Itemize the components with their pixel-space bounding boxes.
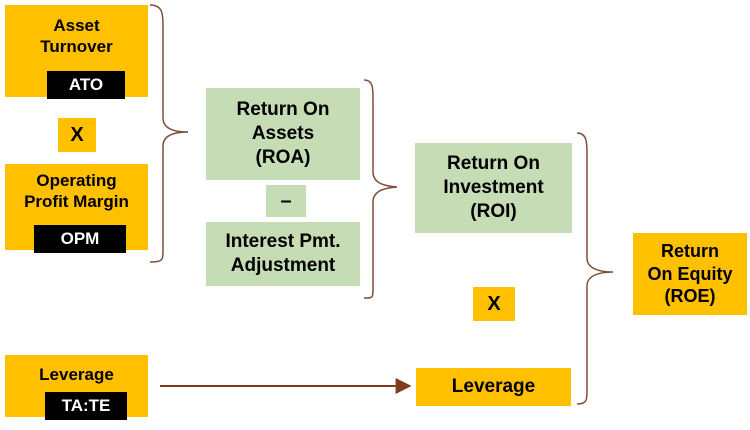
roa-line-2: Assets [251, 123, 315, 145]
roe-line-3: (ROE) [664, 286, 716, 307]
leverage-output-box: Leverage [416, 368, 571, 406]
multiply-operator-1: X [58, 118, 96, 152]
leverage-input-label: Leverage [39, 365, 114, 384]
roi-box: Return On Investment (ROI) [415, 143, 572, 233]
roi-line-1: Return On [447, 153, 540, 175]
multiply-operator-2: X [473, 287, 515, 321]
ato-tag: ATO [47, 71, 125, 99]
roa-line-1: Return On [236, 99, 330, 121]
interest-adjustment-box: Interest Pmt. Adjustment [206, 222, 360, 286]
roi-line-3: (ROI) [470, 200, 517, 222]
operating-profit-margin-box: Operating Profit Margin OPM [5, 164, 148, 253]
leverage-input-box: Leverage TA:TE [5, 355, 148, 420]
tate-tag: TA:TE [45, 392, 127, 420]
roe-line-1: Return [661, 241, 719, 262]
bracket-roi-leverage [576, 132, 614, 405]
interest-line-1: Interest Pmt. [225, 231, 341, 253]
roa-box: Return On Assets (ROA) [206, 88, 360, 180]
roa-line-3: (ROA) [255, 146, 311, 168]
roi-line-2: Investment [443, 177, 544, 199]
asset-turnover-label-1: Asset [53, 16, 100, 35]
opm-tag: OPM [34, 225, 126, 253]
interest-line-2: Adjustment [230, 255, 336, 276]
bracket-ato-opm [149, 4, 189, 263]
bracket-roa-interest [363, 79, 398, 299]
opm-label-1: Operating [36, 171, 117, 190]
asset-turnover-box: Asset Turnover ATO [5, 5, 148, 99]
roe-line-2: On Equity [647, 263, 733, 284]
asset-turnover-label-2: Turnover [40, 37, 113, 57]
opm-label-2: Profit Margin [24, 192, 129, 212]
minus-operator: – [266, 185, 306, 217]
roe-box: Return On Equity (ROE) [633, 233, 747, 315]
